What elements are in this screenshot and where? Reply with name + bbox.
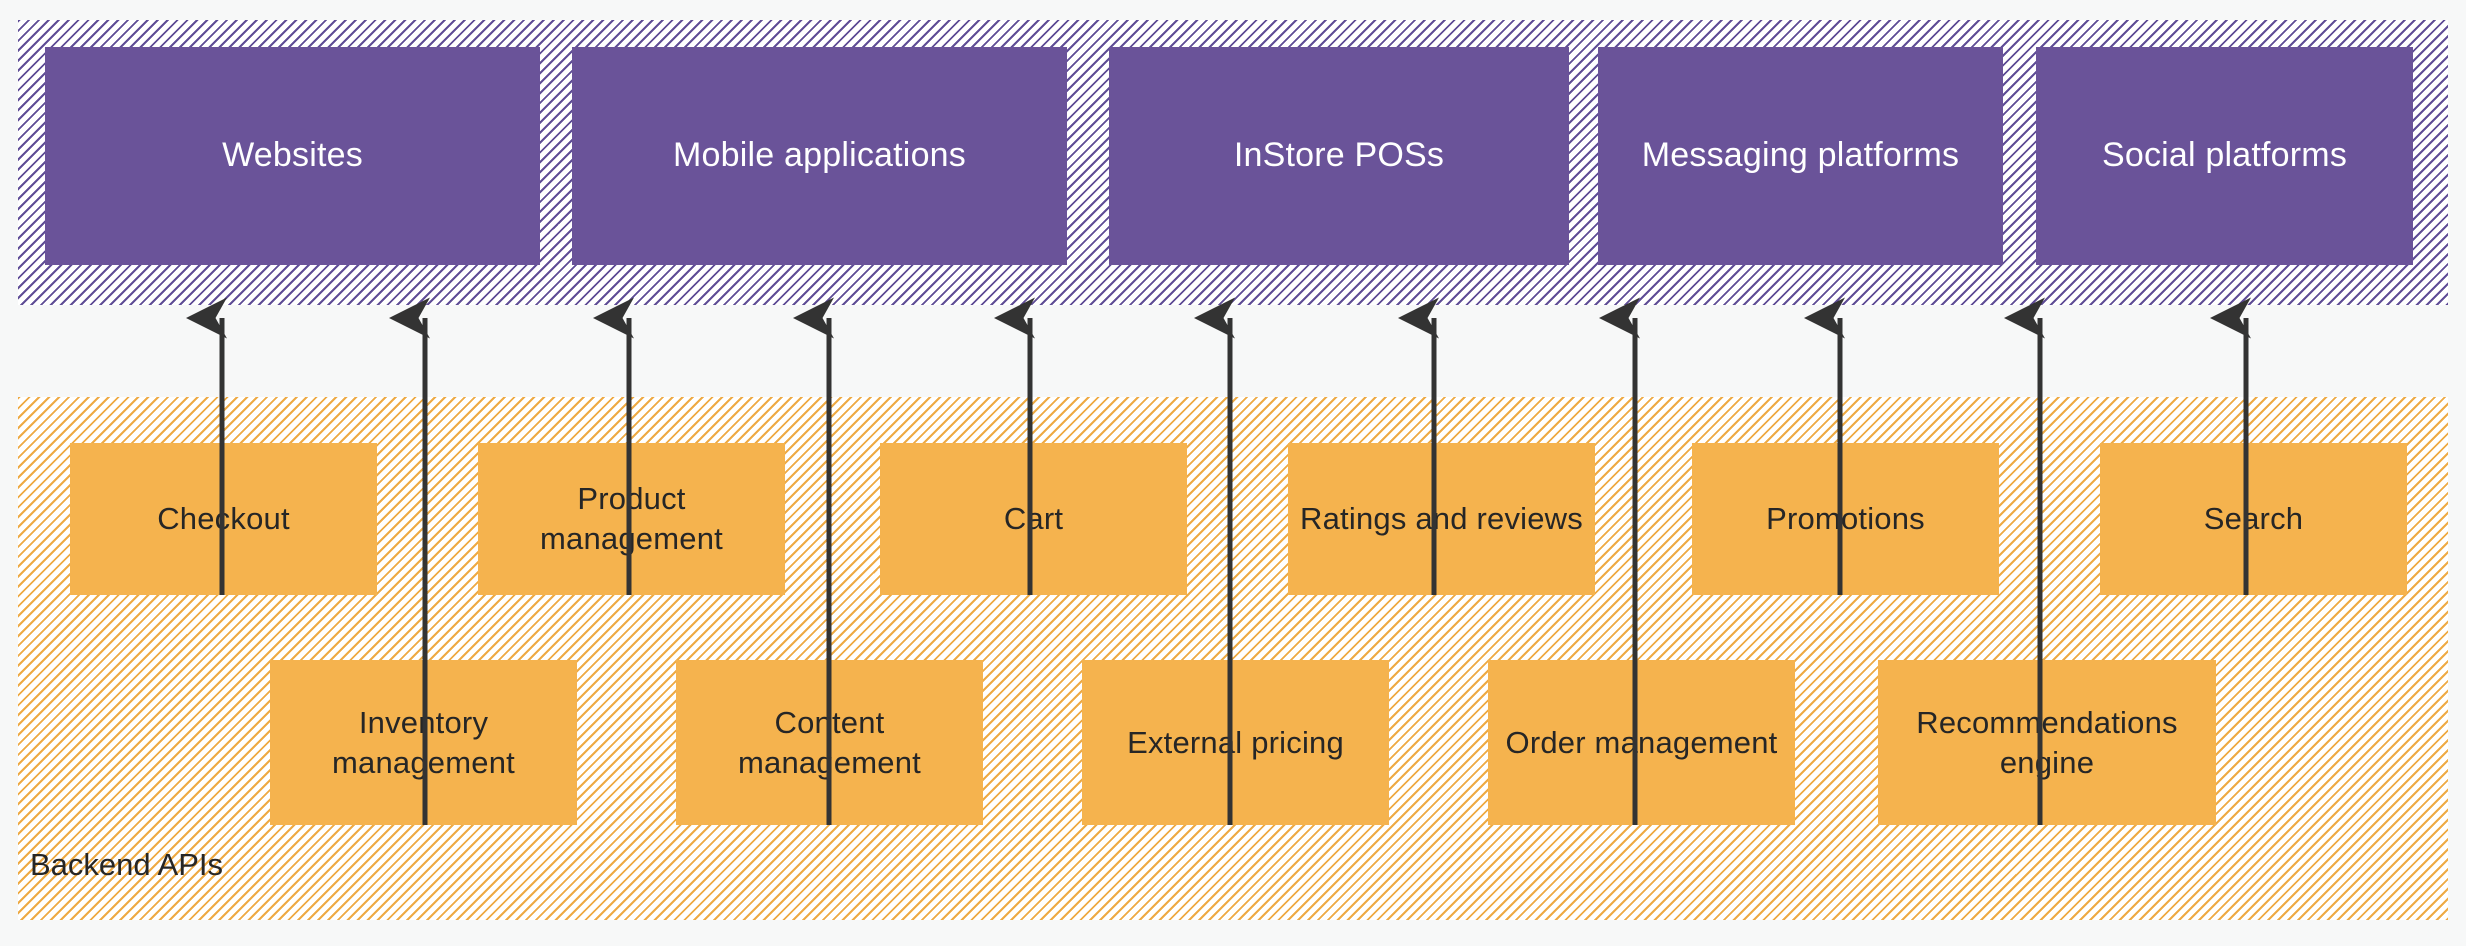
api-node-inventory-management[interactable]: Inventory management	[270, 660, 577, 825]
api-node-cart[interactable]: Cart	[880, 443, 1187, 595]
api-node-order-management[interactable]: Order management	[1488, 660, 1795, 825]
api-node-checkout[interactable]: Checkout	[70, 443, 377, 595]
backend-apis-label: Backend APIs	[30, 847, 224, 882]
channels-zone: Websites Mobile applications InStore POS…	[18, 20, 2448, 305]
api-node-product-management[interactable]: Product management	[478, 443, 785, 595]
channel-node-messaging-platforms[interactable]: Messaging platforms	[1598, 47, 2003, 265]
api-node-ratings-and-reviews[interactable]: Ratings and reviews	[1288, 443, 1595, 595]
channel-node-instore-poss[interactable]: InStore POSs	[1109, 47, 1569, 265]
channel-node-mobile-applications[interactable]: Mobile applications	[572, 47, 1067, 265]
api-node-promotions[interactable]: Promotions	[1692, 443, 1999, 595]
channel-node-websites[interactable]: Websites	[45, 47, 540, 265]
backend-apis-zone: Checkout Product management Cart Ratings…	[18, 397, 2448, 920]
api-node-recommendations-engine[interactable]: Recommendations engine	[1878, 660, 2216, 825]
api-node-external-pricing[interactable]: External pricing	[1082, 660, 1389, 825]
api-node-search[interactable]: Search	[2100, 443, 2407, 595]
channel-node-social-platforms[interactable]: Social platforms	[2036, 47, 2413, 265]
api-node-content-management[interactable]: Content management	[676, 660, 983, 825]
